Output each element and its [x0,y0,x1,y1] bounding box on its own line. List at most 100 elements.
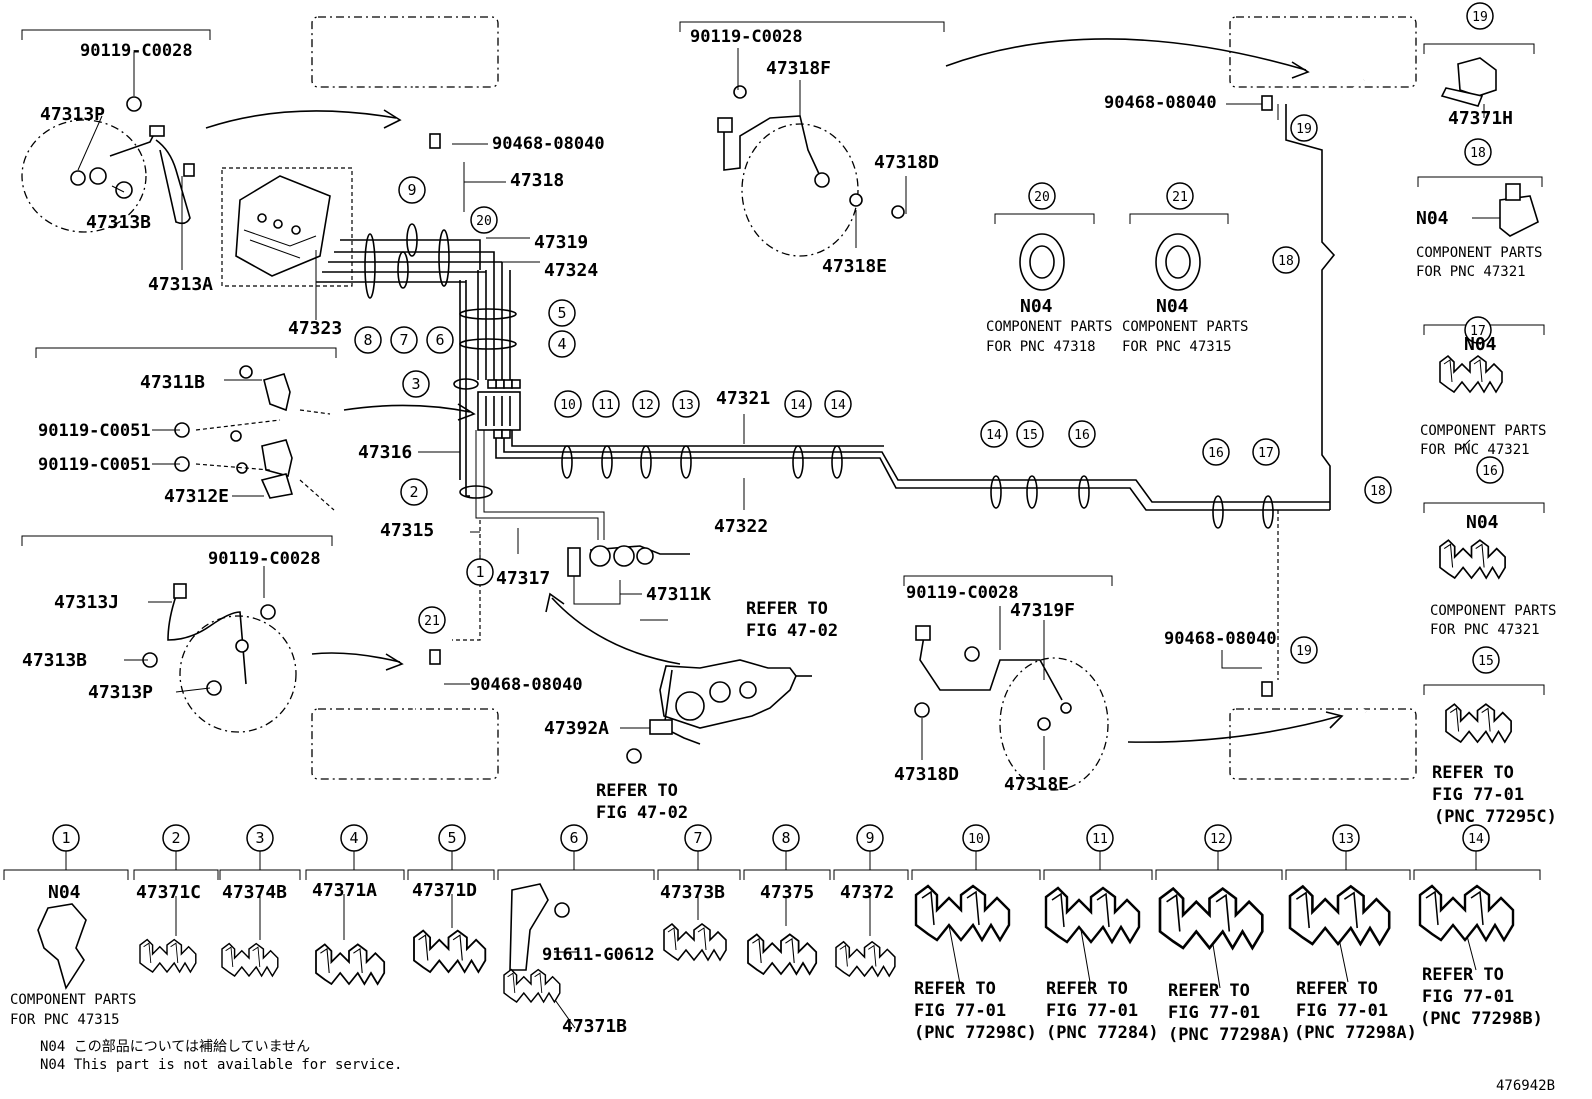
row-callout-number: 13 [1338,832,1354,847]
clamp-16-drawing [1439,539,1506,579]
label-refer-fig-4702-b1: REFER TO [596,781,678,801]
label-47313a: 47313A [148,274,213,295]
label-refer-fig-4702-a1: REFER TO [746,599,828,619]
main-callout-circle-21 [418,606,446,634]
clamp-9-part: 47372 [840,882,894,903]
main-callout-number: 17 [1258,446,1274,461]
main-callout-number: 21 [1172,190,1188,205]
main-callout-circle-18 [1364,476,1392,504]
tube-front-right [1300,79,1365,101]
main-callout-circle-4 [548,330,576,358]
main-callout-circle-16 [1476,456,1504,484]
label-refer-fig-4702-a2: FIG 47-02 [746,621,838,641]
label-47313p-b: 47313P [88,682,153,703]
row-callout-number: 2 [171,829,180,847]
clamp-15-drawing [1445,703,1512,743]
distribution-block [477,379,521,439]
main-callout-circle-19 [1290,114,1318,142]
main-callout-number: 18 [1470,146,1486,161]
row-callout-circle-9 [856,824,884,852]
label-refer-15-2: FIG 77-01 [1432,785,1524,805]
row-callout-circle-8 [772,824,800,852]
main-callout-number: 8 [363,331,372,349]
label-47321: 47321 [716,388,770,409]
main-callout-number: 19 [1296,122,1312,137]
label-47318f: 47318F [766,58,831,79]
row-callout-circle-2 [162,824,190,852]
clamp-14-ref1: REFER TO [1422,965,1504,985]
label-47322: 47322 [714,516,768,537]
flexible-hose-front-left [21,96,195,233]
row-callout-circle-10 [962,824,990,852]
clamp-4-part: 47371A [312,880,377,901]
label-47392a: 47392A [544,718,609,739]
abs-actuator [221,167,353,287]
row-callout-number: 4 [349,829,358,847]
label-cp-21-1: COMPONENT PARTS [1122,319,1248,335]
main-callout-number: 7 [399,331,408,349]
main-callout-number: 16 [1208,446,1224,461]
row-callout-circle-1 [52,824,80,852]
row-callout-circle-14 [1462,824,1490,852]
main-callout-circle-6 [426,326,454,354]
row-callout-circle-12 [1204,824,1232,852]
main-callout-circle-16 [1068,420,1096,448]
clamp-19-drawing [1440,57,1497,107]
diagram-id: 476942B [1496,1078,1555,1094]
row-callout-number: 14 [1468,832,1484,847]
row-callout-number: 3 [255,829,264,847]
clamp-14-ref2: FIG 77-01 [1422,987,1514,1007]
clamp-5-part: 47371D [412,880,477,901]
label-47319: 47319 [534,232,588,253]
row-callout-circle-6 [560,824,588,852]
main-callout-number: 12 [638,398,654,413]
label-47371h: 47371H [1448,108,1513,129]
row-callout-number: 7 [693,829,702,847]
label-n04-20: N04 [1020,296,1053,317]
clamp-3-part: 47374B [222,882,287,903]
main-callout-circle-9 [398,176,426,204]
clamp-11-ref2: FIG 77-01 [1046,1001,1138,1021]
row-callout-circle-3 [246,824,274,852]
clamp-13-ref3: (PNC 77298A) [1294,1023,1417,1043]
main-callout-circle-11 [592,390,620,418]
wheel-area-box-front-right [1229,16,1417,88]
three-way-unions [174,365,335,511]
label-refer-15-3: (PNC 77295C) [1434,807,1557,827]
label-90119-c0051-b: 90119-C0051 [38,455,151,475]
label-47311b: 47311B [140,372,205,393]
main-callout-number: 18 [1370,484,1386,499]
label-cp-20-1: COMPONENT PARTS [986,319,1112,335]
main-callout-circle-18 [1272,246,1300,274]
main-callout-circle-17 [1464,316,1492,344]
main-callout-number: 14 [986,428,1002,443]
main-callout-circle-12 [632,390,660,418]
main-callout-circle-8 [354,326,382,354]
clamp-1-sub2: FOR PNC 47315 [10,1012,120,1028]
clamp-6-part: 91611-G0612 [542,945,655,965]
label-47315: 47315 [380,520,434,541]
label-47318e-a: 47318E [822,256,887,277]
row-callout-circle-7 [684,824,712,852]
label-cp-18-1: COMPONENT PARTS [1416,245,1542,261]
main-callout-number: 11 [598,398,614,413]
main-callout-circle-15 [1472,646,1500,674]
label-refer-fig-4702-b2: FIG 47-02 [596,803,688,823]
bracket-frames [3,21,1545,880]
clamp-11-ref1: REFER TO [1046,979,1128,999]
clamp-13-ref1: REFER TO [1296,979,1378,999]
label-47319f: 47319F [1010,600,1075,621]
label-n04-18: N04 [1416,208,1449,229]
note-en: N04 This part is not available for servi… [40,1057,402,1073]
label-cp-16-2: FOR PNC 47321 [1430,622,1540,638]
label-47313b-a: 47313B [86,212,151,233]
main-callout-number: 16 [1482,464,1498,479]
main-callout-number: 14 [790,398,806,413]
clamp-2-part: 47371C [136,882,201,903]
flexible-hose-front-right [717,85,905,257]
main-callout-number: 5 [557,304,566,322]
main-callout-circle-20 [1028,182,1056,210]
row-callout-circle-4 [340,824,368,852]
main-callout-number: 13 [678,398,694,413]
clamp-7-part: 47373B [660,882,725,903]
